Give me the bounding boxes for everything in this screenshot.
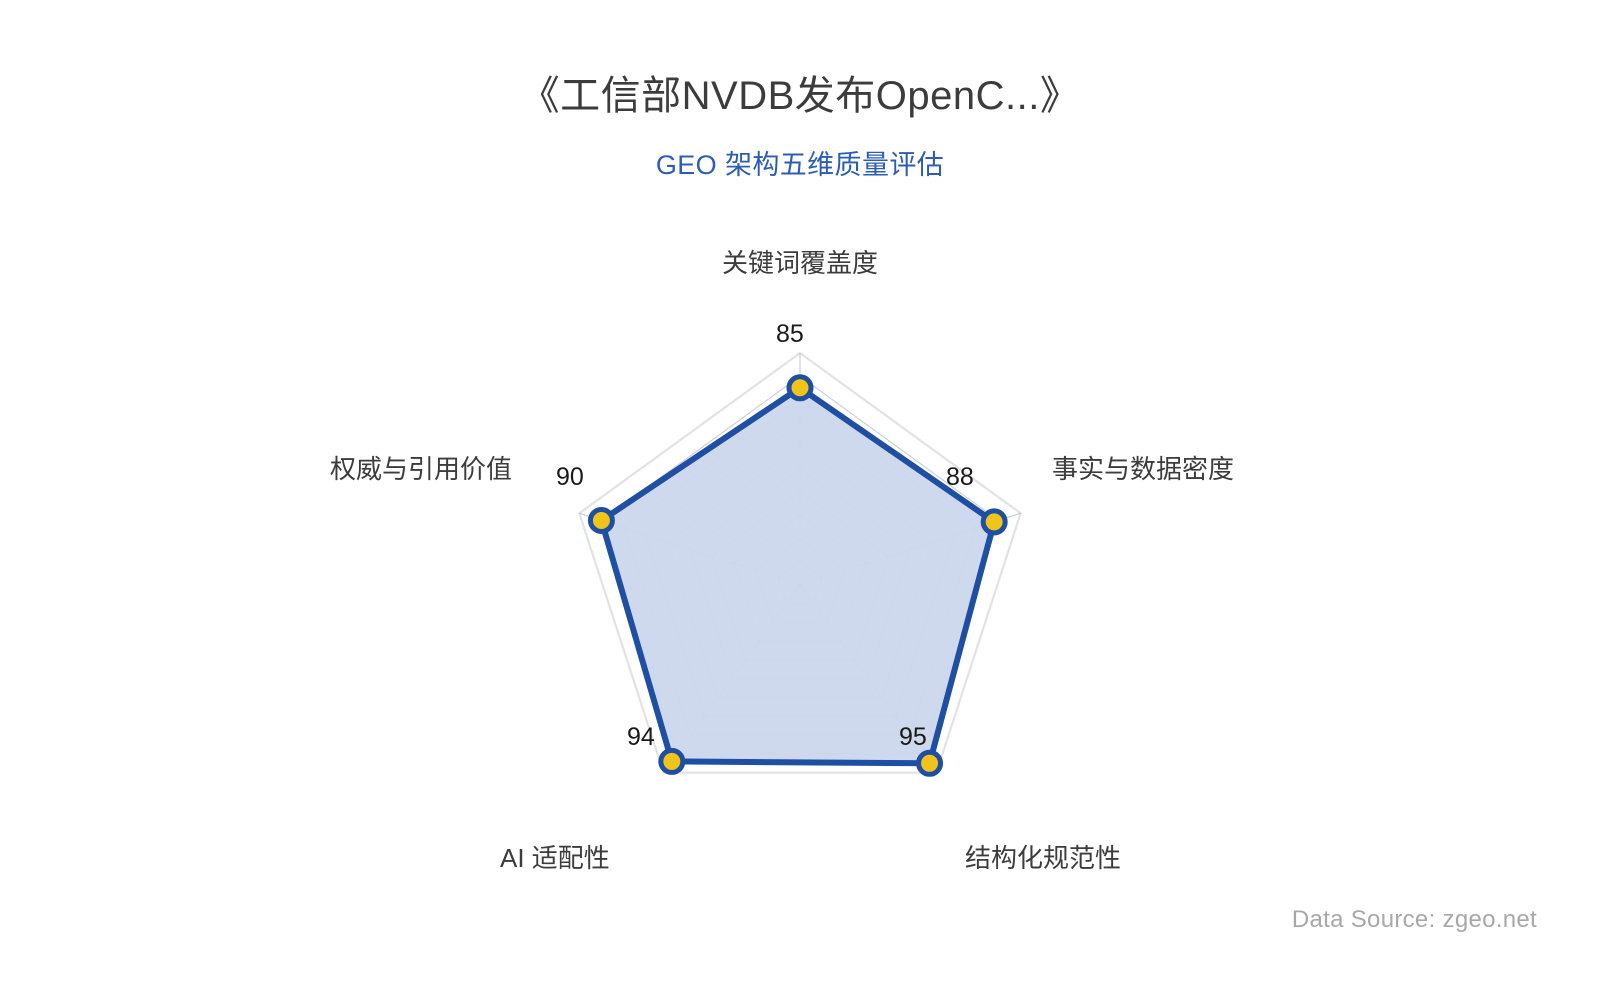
- radar-data-markers[interactable]: [587, 374, 1008, 777]
- radar-outer-boundary: [578, 351, 1022, 774]
- axis-label-bottom-right: 结构化规范性: [965, 843, 1122, 873]
- value-label-top: 85: [776, 320, 804, 348]
- axis-label-right: 事实与数据密度: [1052, 453, 1235, 484]
- page-subtitle: GEO 架构五维质量评估: [655, 150, 945, 180]
- page-title: 《工信部NVDB发布OpenC...》: [519, 74, 1081, 118]
- data-point-2[interactable]: [916, 749, 944, 777]
- data-point-4[interactable]: [587, 506, 615, 534]
- value-label-left: 90: [556, 463, 584, 491]
- value-label-bottom-right: 95: [899, 723, 927, 751]
- radar-data-area: [598, 384, 998, 767]
- data-point-3[interactable]: [658, 747, 686, 775]
- axis-label-left: 权威与引用价值: [330, 453, 513, 484]
- value-label-bottom-left: 94: [627, 723, 655, 751]
- axis-label-top: 关键词覆盖度: [722, 248, 879, 278]
- data-point-1[interactable]: [980, 508, 1008, 536]
- data-point-0[interactable]: [786, 374, 814, 402]
- axis-label-bottom-left: AI 适配性: [500, 843, 610, 873]
- value-label-right: 88: [946, 463, 974, 491]
- data-source-text: Data Source: zgeo.net: [1291, 906, 1537, 933]
